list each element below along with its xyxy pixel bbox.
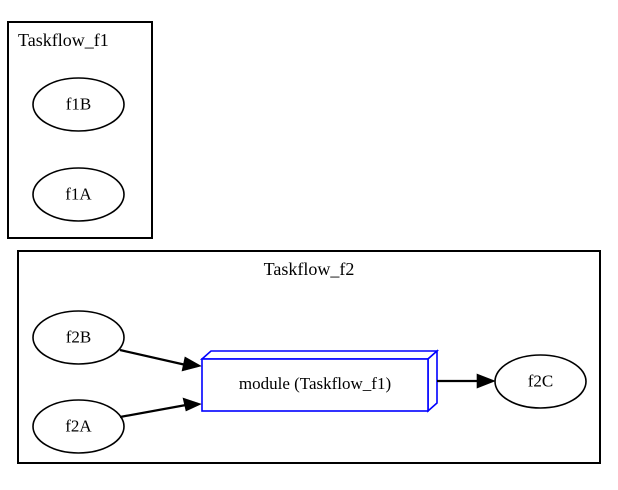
cluster-taskflow-f2: Taskflow_f2 xyxy=(17,250,601,464)
node-f2A[interactable]: f2A xyxy=(32,399,125,454)
node-f2A-label: f2A xyxy=(65,416,92,435)
edge-f2A-to-module xyxy=(119,397,202,419)
edge-module-to-f2C xyxy=(437,373,496,389)
cluster-f2-label: Taskflow_f2 xyxy=(264,259,355,279)
edge-f2A-to-module-arrowhead xyxy=(182,397,202,412)
node-module-taskflow-f1[interactable]: module (Taskflow_f1) xyxy=(199,349,440,413)
node-f1A[interactable]: f1A xyxy=(32,167,125,222)
edge-f2B-to-module-arrowhead xyxy=(181,356,202,372)
edge-f2B-to-module xyxy=(119,348,202,372)
module-box3d-label: module (Taskflow_f1) xyxy=(239,374,391,393)
module-box3d-right-face xyxy=(427,349,438,413)
edge-f2A-to-module-line xyxy=(119,403,187,419)
node-f2B-ellipse[interactable] xyxy=(32,310,125,365)
edge-module-to-f2C-arrowhead xyxy=(476,373,496,389)
cluster-f1-border xyxy=(7,21,153,239)
node-f2B[interactable]: f2B xyxy=(32,310,125,365)
node-f1B[interactable]: f1B xyxy=(32,77,125,132)
cluster-f1-label: Taskflow_f1 xyxy=(18,30,109,50)
node-f1B-ellipse[interactable] xyxy=(32,77,125,132)
module-box3d-front-face[interactable] xyxy=(201,358,429,412)
module-box3d-top-face xyxy=(199,350,440,360)
edge-f2B-to-module-line xyxy=(119,348,187,367)
node-f1A-label: f1A xyxy=(65,184,92,203)
node-f2C-ellipse[interactable] xyxy=(494,354,587,409)
cluster-f2-border xyxy=(17,250,601,464)
node-f1B-label: f1B xyxy=(66,94,92,113)
cluster-taskflow-f1: Taskflow_f1 xyxy=(7,21,153,239)
node-f2B-label: f2B xyxy=(66,327,92,346)
node-f2C-label: f2C xyxy=(528,371,554,390)
node-f2C[interactable]: f2C xyxy=(494,354,587,409)
node-f2A-ellipse[interactable] xyxy=(32,399,125,454)
node-f1A-ellipse[interactable] xyxy=(32,167,125,222)
